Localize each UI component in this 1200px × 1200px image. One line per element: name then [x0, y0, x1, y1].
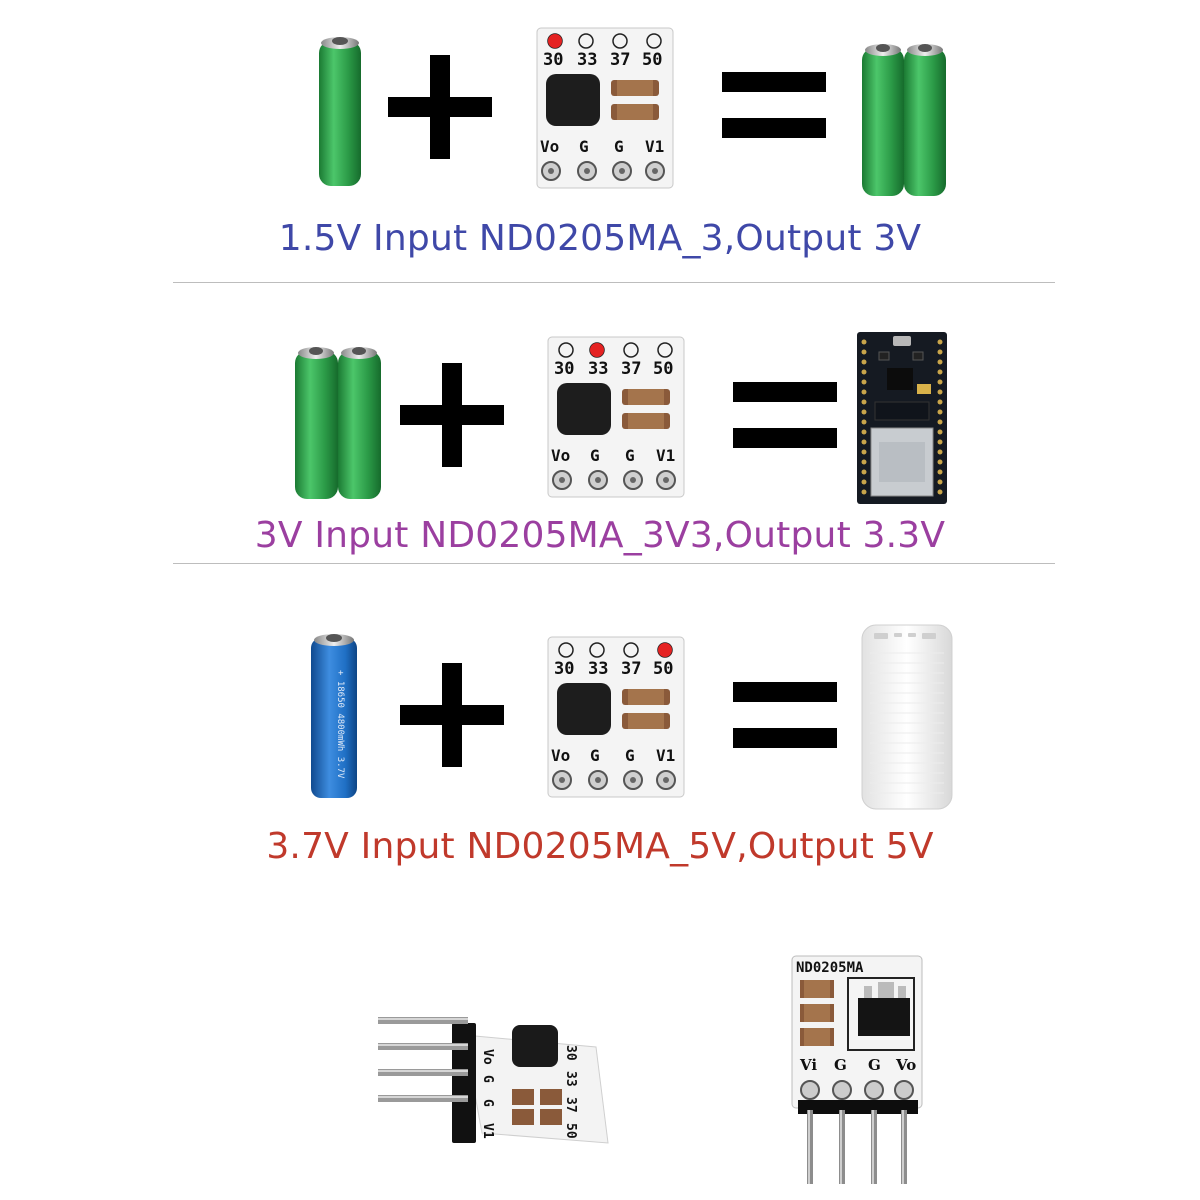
pad-33: [578, 33, 594, 49]
pad-37: [612, 33, 628, 49]
esp32-board-icon: [857, 332, 947, 504]
svg-text:V1: V1: [480, 1123, 495, 1139]
pin-label: G: [625, 446, 635, 465]
pin-label: V1: [656, 446, 675, 465]
svg-text:G: G: [480, 1075, 495, 1083]
pin-label: G: [614, 137, 624, 156]
pin-label: G: [590, 446, 600, 465]
pad-label: 30: [554, 659, 574, 679]
pin-label: Vo: [551, 746, 570, 765]
plus-sign-icon: [400, 363, 504, 467]
divider: [173, 563, 1055, 564]
inductor: [557, 383, 611, 435]
svg-text:G: G: [480, 1099, 495, 1107]
equals-sign-icon: [722, 72, 826, 138]
svg-text:33: 33: [563, 1071, 578, 1087]
selected-pad-marker: [548, 34, 562, 48]
row-caption: 1.5V Input ND0205MA_3,Output 3V: [278, 218, 922, 259]
pad-label: 37: [621, 359, 641, 379]
double-aa-battery-icon: [862, 44, 946, 196]
pin-label: G: [834, 1056, 847, 1074]
svg-text:Vo: Vo: [480, 1049, 495, 1065]
pad-label: 30: [554, 359, 574, 379]
module-with-pin-header-side-view: 30 33 37 50 Vo G G V1: [378, 1017, 609, 1144]
pad-label: 33: [588, 659, 608, 679]
pad-label: 50: [653, 659, 673, 679]
svg-text:37: 37: [563, 1097, 578, 1113]
select-pads: [547, 33, 662, 49]
svg-text:50: 50: [563, 1123, 578, 1139]
battery-marking: + 18650 4800mWh 3.7V: [335, 670, 345, 779]
equals-sign-icon: [733, 682, 837, 748]
boost-module-pcb: 30 33 37 50 Vo G G V1: [547, 636, 685, 798]
li-ion-18650-battery-icon: + 18650 4800mWh 3.7V: [311, 634, 357, 798]
svg-text:30: 30: [563, 1045, 578, 1061]
pin-label: V1: [656, 746, 675, 765]
power-bank-icon: [861, 624, 953, 810]
pad-label: 37: [621, 659, 641, 679]
inductor: [546, 74, 600, 126]
row-caption: 3.7V Input ND0205MA_5V,Output 5V: [266, 826, 934, 867]
single-aa-battery-icon: [319, 37, 361, 186]
equals-sign-icon: [733, 382, 837, 448]
boost-module-pcb: 30 33 37 50 Vo G G V1: [547, 336, 685, 498]
pin-label: Vo: [551, 446, 570, 465]
inductor: [557, 683, 611, 735]
double-aa-battery-icon: [295, 347, 381, 499]
pin-label: V1: [645, 137, 664, 156]
pad-label: 50: [642, 50, 662, 70]
pad-50: [646, 33, 662, 49]
module-title: ND0205MA: [796, 960, 864, 976]
plus-sign-icon: [400, 663, 504, 767]
pin-label: G: [625, 746, 635, 765]
pin-label: Vo: [895, 1056, 916, 1074]
plus-sign-icon: [388, 55, 492, 159]
row-caption: 3V Input ND0205MA_3V3,Output 3.3V: [254, 515, 946, 556]
boost-module-pcb: 30 33 37 50 Vo G G V1: [536, 27, 674, 189]
pin-label: Vo: [540, 137, 559, 156]
pad-label: 50: [653, 359, 673, 379]
pin-label: G: [868, 1056, 881, 1074]
divider: [173, 282, 1055, 283]
nd0205ma-module-front-view: ND0205MA Vi G G Vo: [791, 955, 923, 1184]
pin-label: Vi: [799, 1056, 817, 1074]
pad-label: 33: [588, 359, 608, 379]
pin-label: G: [590, 746, 600, 765]
pad-label: 33: [577, 50, 597, 70]
pad-label: 30: [543, 50, 563, 70]
selected-pad-marker: [658, 643, 672, 657]
pin-label: G: [579, 137, 589, 156]
pad-label: 37: [610, 50, 630, 70]
selected-pad-marker: [590, 343, 604, 357]
